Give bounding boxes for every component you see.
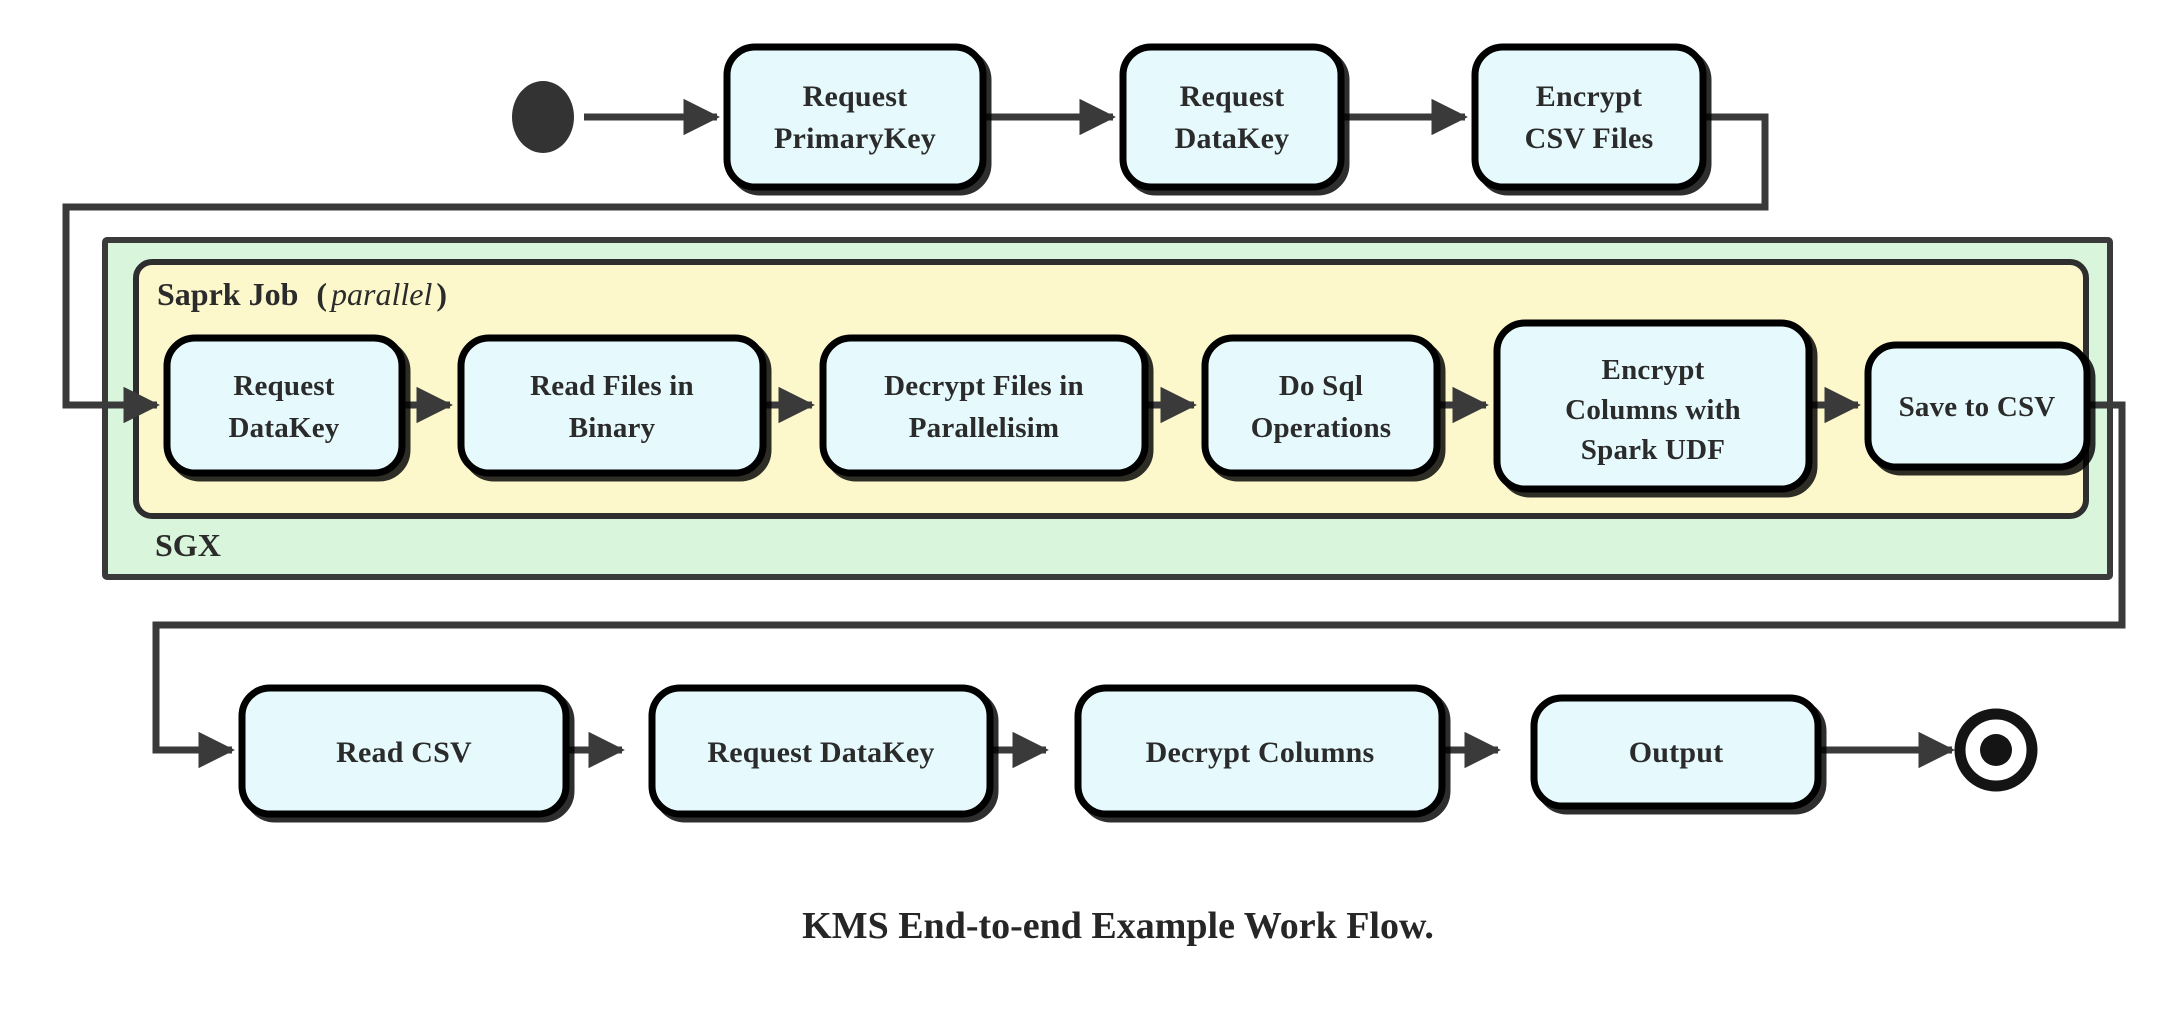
- node-read-csv-line-1: Read CSV: [336, 736, 472, 769]
- spark-job-label-bold: Saprk Job: [157, 276, 298, 312]
- node-request-datakey-top-rect[interactable]: [1119, 43, 1345, 191]
- node-request-datakey-top-line-2: DataKey: [1175, 122, 1290, 155]
- node-decrypt-columns-rect[interactable]: [1074, 684, 1446, 818]
- node-request-primarykey-line-1: Request: [803, 80, 908, 113]
- node-request-primarykey-line-2: PrimaryKey: [774, 122, 936, 155]
- node-read-files-in-binary-line-2: Binary: [569, 412, 656, 444]
- node-request-datakey-top-line-1: Request: [1180, 80, 1285, 113]
- spark-job-label-paren-open: (: [316, 276, 327, 312]
- node-output[interactable]: Output: [1530, 694, 1822, 810]
- node-encrypt-csv-files-line-1: Encrypt: [1536, 80, 1642, 113]
- node-decrypt-files-in-parallelisim-rect[interactable]: [819, 334, 1149, 477]
- edges-layer: [62, 98, 2126, 769]
- sgx-label: SGX: [155, 527, 221, 563]
- node-save-to-csv[interactable]: Save to CSV: [1864, 341, 2091, 471]
- node-do-sql-operations-line-2: Operations: [1251, 412, 1392, 444]
- spark-job-label-italic: parallel: [329, 276, 432, 312]
- node-request-datakey-bottom-rect[interactable]: [648, 684, 994, 818]
- node-request-datakey-top[interactable]: Request DataKey: [1119, 43, 1345, 191]
- node-request-datakey-spark-line-1: Request: [233, 370, 334, 402]
- node-decrypt-columns[interactable]: Decrypt Columns: [1074, 684, 1446, 818]
- node-encrypt-columns-with-spark-udf[interactable]: Encrypt Columns with Spark UDF: [1493, 319, 1813, 493]
- node-request-datakey-spark[interactable]: Request DataKey: [163, 334, 406, 477]
- node-encrypt-columns-with-spark-udf-rect[interactable]: [1493, 319, 1813, 493]
- node-read-csv-rect[interactable]: [238, 684, 570, 818]
- node-request-datakey-bottom-line-1: Request DataKey: [707, 736, 934, 769]
- start-node: [512, 81, 574, 153]
- node-encrypt-csv-files-rect[interactable]: [1471, 43, 1707, 191]
- node-read-files-in-binary[interactable]: Read Files in Binary: [457, 334, 767, 477]
- spark-job-label-paren-close: ): [436, 276, 447, 312]
- node-encrypt-columns-with-spark-udf-line-3: Spark UDF: [1581, 434, 1725, 466]
- node-request-datakey-bottom[interactable]: Request DataKey: [648, 684, 994, 818]
- node-request-primarykey[interactable]: Request PrimaryKey: [723, 43, 987, 191]
- node-output-rect[interactable]: [1530, 694, 1822, 810]
- node-encrypt-columns-with-spark-udf-line-2: Columns with: [1565, 394, 1741, 426]
- node-output-line-1: Output: [1629, 736, 1724, 769]
- node-do-sql-operations-line-1: Do Sql: [1279, 370, 1363, 402]
- node-request-datakey-spark-line-2: DataKey: [229, 412, 340, 444]
- node-save-to-csv-rect[interactable]: [1864, 341, 2091, 471]
- node-decrypt-files-in-parallelisim-line-2: Parallelisim: [909, 412, 1060, 444]
- node-request-datakey-spark-rect[interactable]: [163, 334, 406, 477]
- diagram-caption: KMS End-to-end Example Work Flow.: [802, 905, 1434, 947]
- spark-job-label: Saprk Job ( parallel ): [157, 276, 447, 312]
- node-decrypt-files-in-parallelisim[interactable]: Decrypt Files in Parallelisim: [819, 334, 1149, 477]
- edge-encrypt-csv-files-to-request-datakey-spark: [62, 113, 1769, 424]
- end-node: [1954, 708, 2038, 792]
- node-decrypt-files-in-parallelisim-line-1: Decrypt Files in: [884, 370, 1084, 402]
- node-read-files-in-binary-rect[interactable]: [457, 334, 767, 477]
- edge-save-to-csv-to-read-csv: [152, 401, 2126, 769]
- node-encrypt-columns-with-spark-udf-line-1: Encrypt: [1602, 354, 1705, 386]
- node-encrypt-csv-files-line-2: CSV Files: [1525, 122, 1654, 155]
- node-encrypt-csv-files[interactable]: Encrypt CSV Files: [1471, 43, 1707, 191]
- node-do-sql-operations[interactable]: Do Sql Operations: [1201, 334, 1441, 477]
- node-read-files-in-binary-line-1: Read Files in: [530, 370, 694, 402]
- node-request-primarykey-rect[interactable]: [723, 43, 987, 191]
- node-decrypt-columns-line-1: Decrypt Columns: [1146, 736, 1375, 769]
- node-save-to-csv-line-1: Save to CSV: [1899, 391, 2056, 423]
- node-do-sql-operations-rect[interactable]: [1201, 334, 1441, 477]
- node-read-csv[interactable]: Read CSV: [238, 684, 570, 818]
